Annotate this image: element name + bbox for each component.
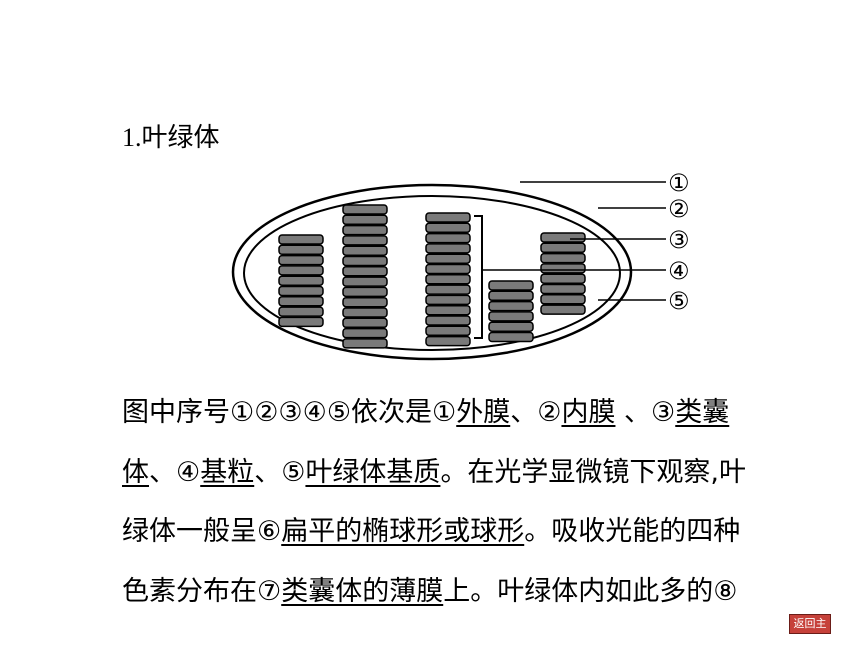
thylakoid-disc: [278, 285, 324, 297]
inner-membrane: [243, 195, 621, 351]
thylakoid-disc: [278, 244, 324, 256]
thylakoid-disc: [342, 296, 388, 308]
thylakoid-disc: [540, 263, 586, 274]
thylakoid-disc: [278, 306, 324, 317]
thylakoid-disc: [540, 294, 586, 305]
thylakoid-disc: [425, 294, 471, 306]
thylakoid-disc: [540, 273, 586, 284]
answer-granum: 基粒: [200, 456, 255, 488]
thylakoid-disc: [278, 265, 324, 276]
answer-thylakoid-part2: 体: [122, 456, 149, 488]
paragraph-line-2: 体、④基粒、⑤叶绿体基质。在光学显微镜下观察,叶: [122, 456, 747, 488]
thylakoid-disc: [540, 232, 586, 243]
thylakoid-disc: [425, 335, 471, 347]
thylakoid-disc: [540, 304, 586, 315]
thylakoid-disc: [425, 243, 471, 254]
return-home-button[interactable]: 返回主页: [789, 614, 831, 648]
answer-inner-membrane: 内膜: [561, 397, 616, 428]
thylakoid-disc: [488, 300, 534, 312]
section-title-text: 叶绿体: [141, 123, 220, 153]
thylakoid-disc: [425, 325, 471, 337]
answer-thylakoid-membrane: 类囊体的薄膜: [281, 575, 444, 607]
thylakoid-disc: [540, 242, 586, 254]
thylakoid-disc: [342, 214, 388, 226]
thylakoid-disc: [425, 232, 471, 244]
answer-stroma: 叶绿体基质: [305, 456, 441, 488]
thylakoid-disc: [425, 304, 471, 316]
granum-bracket: [474, 215, 483, 339]
thylakoid-disc: [488, 321, 534, 332]
thylakoid-disc: [342, 245, 388, 256]
thylakoid-disc: [342, 276, 388, 287]
grana-stacks: [278, 204, 586, 349]
marker-3: ③: [668, 226, 690, 254]
thylakoid-disc: [342, 204, 388, 215]
thylakoid-disc: [342, 307, 388, 318]
section-number: 1.: [122, 123, 142, 152]
outer-membrane: [231, 183, 633, 361]
paragraph-line-4: 色素分布在⑦类囊体的薄膜上。叶绿体内如此多的⑧: [122, 575, 738, 607]
thylakoid-disc: [425, 284, 471, 295]
thylakoid-disc: [278, 275, 324, 286]
thylakoid-disc: [425, 315, 471, 326]
paragraph-line-3: 绿体一般呈⑥扁平的椭球形或球形。吸收光能的四种: [122, 516, 741, 547]
marker-5: ⑤: [668, 287, 690, 315]
marker-4: ④: [668, 257, 690, 285]
thylakoid-disc: [278, 234, 324, 245]
thylakoid-disc: [488, 280, 534, 291]
thylakoid-disc: [342, 235, 388, 246]
paragraph-line-1: 图中序号①②③④⑤依次是①外膜、②内膜 、③类囊: [122, 397, 730, 428]
answer-thylakoid-part1: 类囊: [675, 397, 730, 428]
thylakoid-disc: [342, 255, 388, 267]
thylakoid-disc: [278, 296, 324, 307]
marker-2: ②: [668, 195, 690, 223]
paragraph: 图中序号①②③④⑤依次是①外膜、②内膜 、③类囊 体、④基粒、⑤叶绿体基质。在光…: [122, 383, 822, 621]
thylakoid-disc: [488, 311, 534, 322]
thylakoid-disc: [488, 290, 534, 302]
thylakoid-disc: [425, 253, 471, 264]
thylakoid-disc: [278, 316, 324, 328]
thylakoid-disc: [342, 286, 388, 298]
thylakoid-disc: [488, 331, 534, 343]
thylakoid-disc: [425, 274, 471, 285]
answer-outer-membrane: 外膜: [456, 397, 511, 428]
thylakoid-disc: [342, 266, 388, 277]
marker-1: ①: [668, 169, 690, 197]
thylakoid-disc: [278, 254, 324, 266]
thylakoid-disc: [342, 327, 388, 339]
thylakoid-disc: [425, 212, 471, 223]
thylakoid-disc: [425, 222, 471, 234]
thylakoid-disc: [540, 252, 586, 264]
thylakoid-disc: [342, 317, 388, 329]
answer-shape: 扁平的椭球形或球形: [281, 516, 525, 547]
section-title: 1.叶绿体: [122, 122, 220, 154]
thylakoid-disc: [342, 224, 388, 236]
thylakoid-disc: [342, 338, 388, 349]
thylakoid-disc: [540, 283, 586, 295]
thylakoid-disc: [425, 263, 471, 275]
